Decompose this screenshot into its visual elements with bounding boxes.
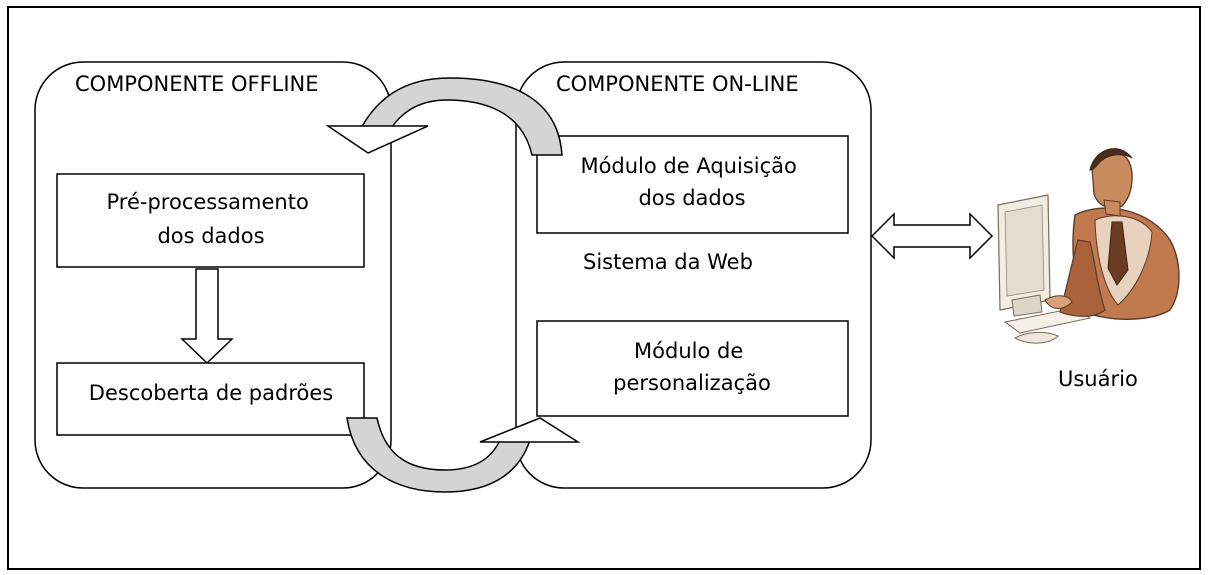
offline-component-title: COMPONENTE OFFLINE (75, 72, 319, 96)
acquisition-box (536, 135, 849, 234)
pattern-discovery-box (56, 362, 365, 436)
offline-component: COMPONENTE OFFLINE Pré-processamento dos… (34, 61, 392, 489)
down-arrow (180, 268, 234, 365)
pattern-discovery-box-label: Descoberta de padrões (89, 381, 333, 405)
web-system-label: Sistema da Web (583, 250, 753, 274)
curved-arrow-bottom-head (479, 417, 581, 443)
curved-arrow-bottom (346, 417, 581, 493)
curved-arrow-top (325, 77, 563, 156)
preprocessing-box-label: Pré-processamento dos dados (107, 190, 316, 248)
personalization-box-label: Módulo de personalização (613, 339, 771, 395)
online-component: COMPONENTE ON-LINE Módulo de Aquisição d… (515, 61, 872, 489)
offline-component-border (34, 61, 392, 489)
preprocessing-box (56, 173, 365, 268)
personalization-box (536, 320, 849, 417)
acquisition-box-label: Módulo de Aquisição dos dados (580, 154, 803, 210)
online-component-title: COMPONENTE ON-LINE (556, 72, 799, 96)
curved-arrow-top-head (325, 125, 429, 154)
person-at-computer-icon (997, 148, 1180, 344)
user-label: Usuário (1058, 367, 1138, 391)
online-component-border (515, 61, 872, 489)
bidirectional-arrow (870, 212, 994, 260)
